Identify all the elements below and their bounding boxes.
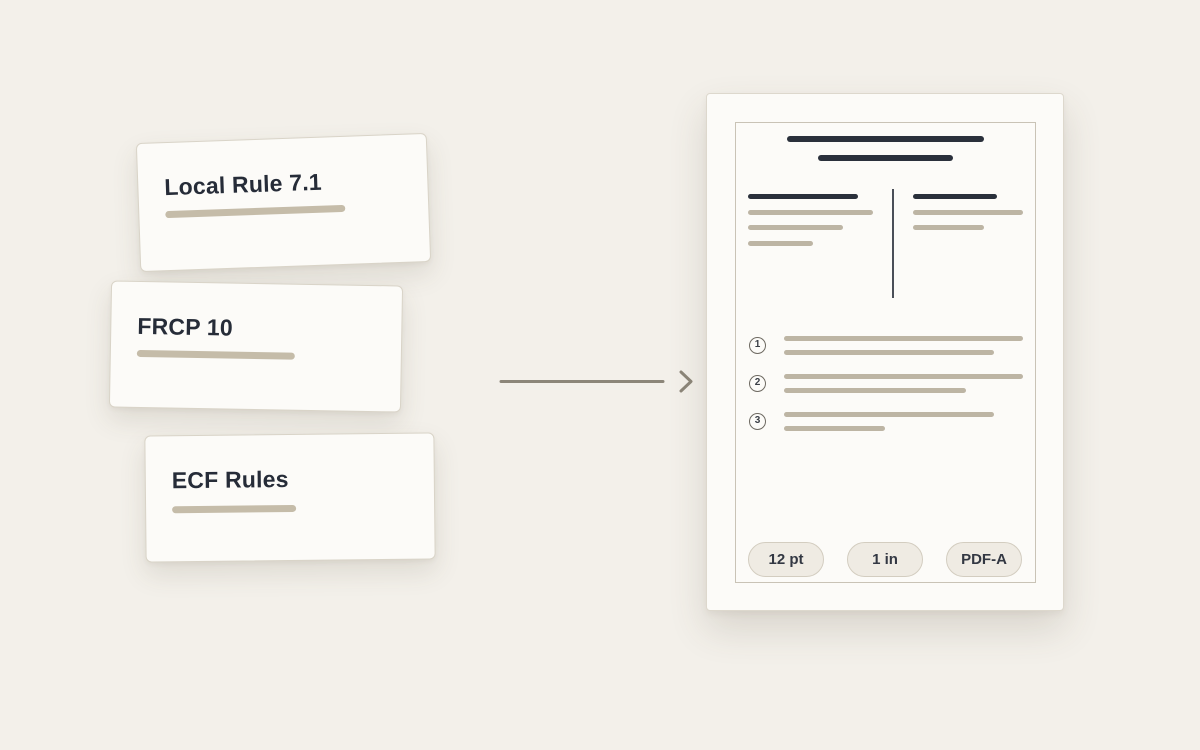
font-size-chip: 12 pt: [748, 542, 824, 577]
case-text-line: [913, 225, 984, 230]
caption-divider: [892, 189, 894, 298]
paragraph-line: [784, 426, 885, 431]
paragraph-line: [784, 412, 994, 417]
party-text-line: [748, 241, 813, 246]
party-text-line: [748, 225, 843, 230]
chevron-right-icon: [679, 370, 693, 393]
caption-line: [787, 136, 984, 142]
paragraph-line: [784, 388, 966, 393]
case-heading-line: [913, 194, 997, 199]
paragraph-number: 1: [749, 337, 766, 354]
file-format-chip: PDF-A: [946, 542, 1022, 577]
margin-chip: 1 in: [847, 542, 923, 577]
party-text-line: [748, 210, 873, 215]
caption-line: [818, 155, 953, 161]
paragraph-line: [784, 350, 994, 355]
paragraph-line: [784, 336, 1023, 341]
document-page-border: 1 2 3 12 pt 1 in PDF-A: [735, 122, 1036, 583]
paragraph-number: 3: [749, 413, 766, 430]
case-text-line: [913, 210, 1023, 215]
paragraph-number: 2: [749, 375, 766, 392]
paragraph-line: [784, 374, 1023, 379]
formatted-document: 1 2 3 12 pt 1 in PDF-A: [706, 93, 1064, 611]
party-heading-line: [748, 194, 858, 199]
